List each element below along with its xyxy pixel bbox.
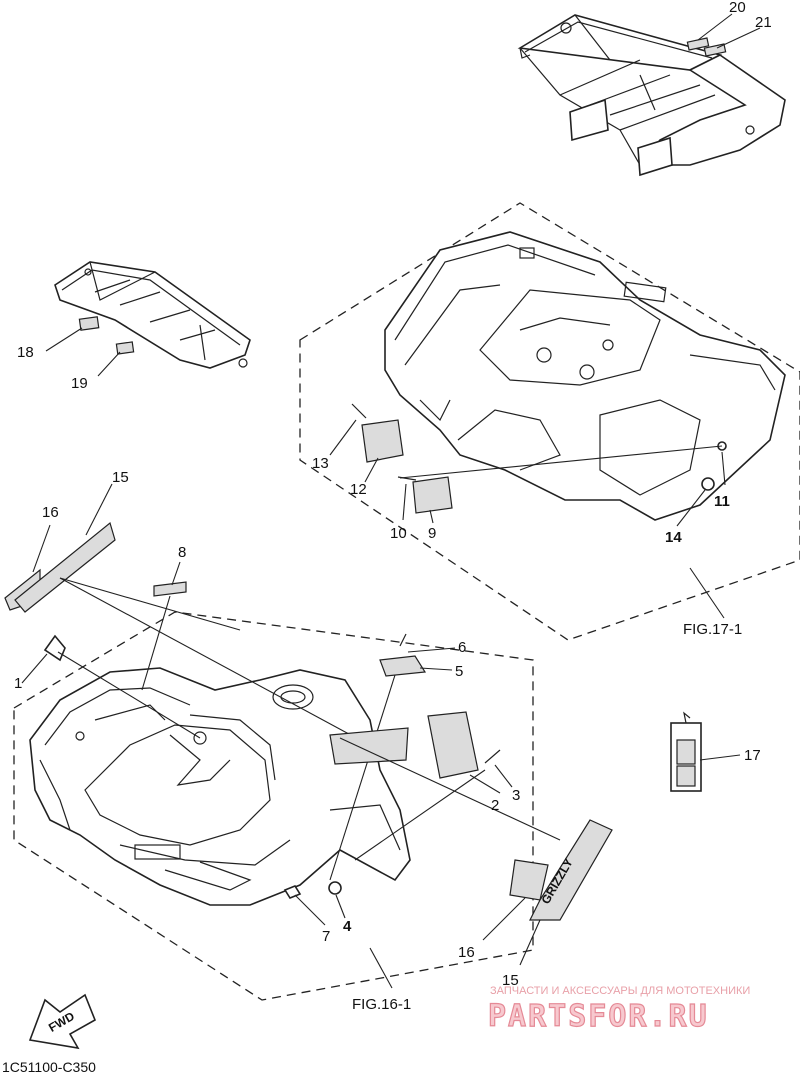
rear-carrier (517, 14, 786, 177)
diagram-code: 1C51100-C350 (2, 1059, 96, 1075)
clip-7 (283, 885, 302, 899)
decal-18 (78, 316, 100, 331)
screw-13 (351, 403, 367, 419)
label-9: 9 (428, 525, 436, 542)
label-16-top: 16 (42, 504, 59, 521)
label-17: 17 (744, 747, 761, 764)
label-14: 14 (665, 529, 682, 546)
decal-19 (115, 341, 135, 355)
label-13: 13 (312, 455, 329, 472)
decal-15-left-outline (329, 727, 409, 765)
decal-8 (153, 581, 187, 597)
watermark-tagline: ЗАПЧАСТИ И АКСЕССУАРЫ ДЛЯ МОТОТЕХНИКИ (490, 985, 750, 997)
label-10: 10 (390, 525, 407, 542)
label-18: 18 (17, 344, 34, 361)
fig-ref-front: FIG.16-1 (352, 996, 411, 1013)
watermark-brand: PARTSFOR.RU (488, 999, 709, 1034)
washer-4 (328, 881, 342, 895)
screw-3 (484, 749, 501, 764)
label-6: 6 (458, 639, 466, 656)
label-3: 3 (512, 787, 520, 804)
rear-fender (384, 231, 786, 521)
label-1: 1 (14, 675, 22, 692)
fwd-arrow: FWD (28, 993, 97, 1050)
front-fender (29, 667, 411, 906)
front-carrier (54, 261, 251, 369)
tag-17 (670, 711, 702, 792)
screw-6 (399, 633, 407, 647)
label-19: 19 (71, 375, 88, 392)
label-20: 20 (729, 0, 746, 16)
label-15-top: 15 (112, 469, 129, 486)
label-11: 11 (714, 493, 730, 510)
cover-1 (43, 634, 66, 662)
plate-9 (412, 476, 453, 514)
label-7: 7 (322, 928, 330, 945)
label-16-bottom: 16 (458, 944, 475, 961)
label-8: 8 (178, 544, 186, 561)
decal-15-left (14, 521, 116, 613)
front-fender-group-boundary (13, 611, 534, 1001)
plate-5 (379, 655, 427, 677)
label-15-bottom: 15 (502, 972, 519, 989)
label-21: 21 (755, 14, 772, 31)
plate-2 (427, 711, 479, 779)
decal-15-right (529, 819, 613, 921)
washer-14 (701, 477, 715, 491)
label-5: 5 (455, 663, 463, 680)
rear-fender-group-boundary (299, 202, 800, 641)
label-2: 2 (491, 797, 499, 814)
fig-ref-rear: FIG.17-1 (683, 621, 742, 638)
plate-12 (361, 419, 404, 463)
decal-20 (686, 37, 710, 51)
label-12: 12 (350, 481, 367, 498)
label-4: 4 (343, 918, 352, 935)
